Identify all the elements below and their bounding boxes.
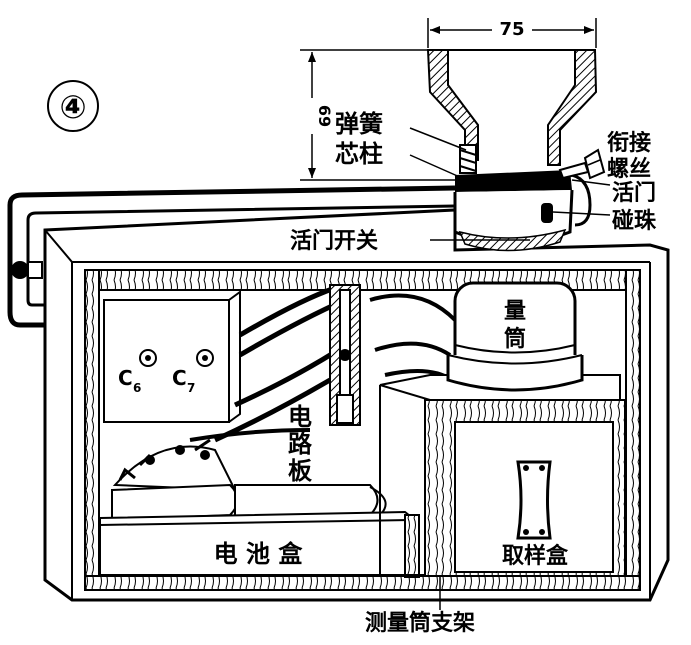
svg-text:④: ④ — [59, 88, 86, 126]
capacitor-c6: C 6 — [118, 349, 157, 395]
valve-assembly — [453, 144, 606, 252]
measuring-cylinder: 量 筒 — [446, 281, 584, 392]
svg-text:弹簧: 弹簧 — [335, 110, 383, 138]
svg-text:活门开关: 活门开关 — [290, 228, 378, 254]
terminal-block — [112, 438, 237, 492]
dimension-funnel-height: 69 — [300, 49, 455, 181]
svg-text:芯柱: 芯柱 — [335, 140, 383, 168]
svg-text:C: C — [172, 366, 187, 390]
svg-text:筒: 筒 — [504, 326, 526, 352]
carrying-handle — [7, 185, 456, 328]
svg-text:螺丝: 螺丝 — [607, 156, 651, 182]
circuit-board: 电 路 板 — [288, 284, 361, 485]
svg-text:7: 7 — [187, 381, 195, 395]
svg-text:6: 6 — [133, 381, 141, 395]
funnel — [426, 49, 598, 166]
svg-text:69: 69 — [315, 105, 334, 127]
sample-box-cabinet: 取样盒 — [379, 374, 626, 577]
handle-knob — [11, 261, 29, 279]
svg-text:电 池 盒: 电 池 盒 — [214, 540, 304, 568]
svg-text:测量筒支架: 测量筒支架 — [365, 610, 475, 636]
adjust-screw — [558, 148, 606, 180]
svg-text:电: 电 — [288, 403, 312, 431]
capacitor-c7: C 7 — [172, 349, 214, 395]
label-spring: 弹簧 — [335, 110, 383, 138]
capacitor-box: C 6 C 7 — [103, 290, 241, 423]
batteries — [111, 483, 387, 522]
svg-text:取样盒: 取样盒 — [502, 543, 569, 569]
svg-text:活门: 活门 — [612, 180, 656, 206]
svg-text:板: 板 — [288, 457, 313, 485]
label-adjust-screw: 衔接 螺丝 — [607, 131, 651, 182]
label-valve-switch: 活门开关 — [290, 228, 378, 254]
svg-text:衔接: 衔接 — [607, 131, 651, 156]
collision-ball — [541, 203, 553, 223]
label-core-post: 芯柱 — [335, 140, 383, 168]
dimension-top-width: 75 — [427, 18, 597, 48]
label-valve: 活门 — [612, 180, 656, 206]
sample-box-handle — [516, 460, 552, 540]
svg-text:碰珠: 碰珠 — [612, 208, 657, 234]
leader-lines — [409, 127, 611, 610]
label-cylinder-stand: 测量筒支架 — [365, 610, 475, 636]
svg-text:路: 路 — [288, 430, 313, 458]
label-collision-ball: 碰珠 — [612, 208, 657, 234]
svg-text:量: 量 — [504, 299, 526, 324]
svg-text:75: 75 — [499, 19, 524, 40]
svg-text:C: C — [118, 366, 133, 390]
battery-box: 电 池 盒 — [99, 510, 420, 578]
figure-number: ④ — [47, 80, 99, 132]
